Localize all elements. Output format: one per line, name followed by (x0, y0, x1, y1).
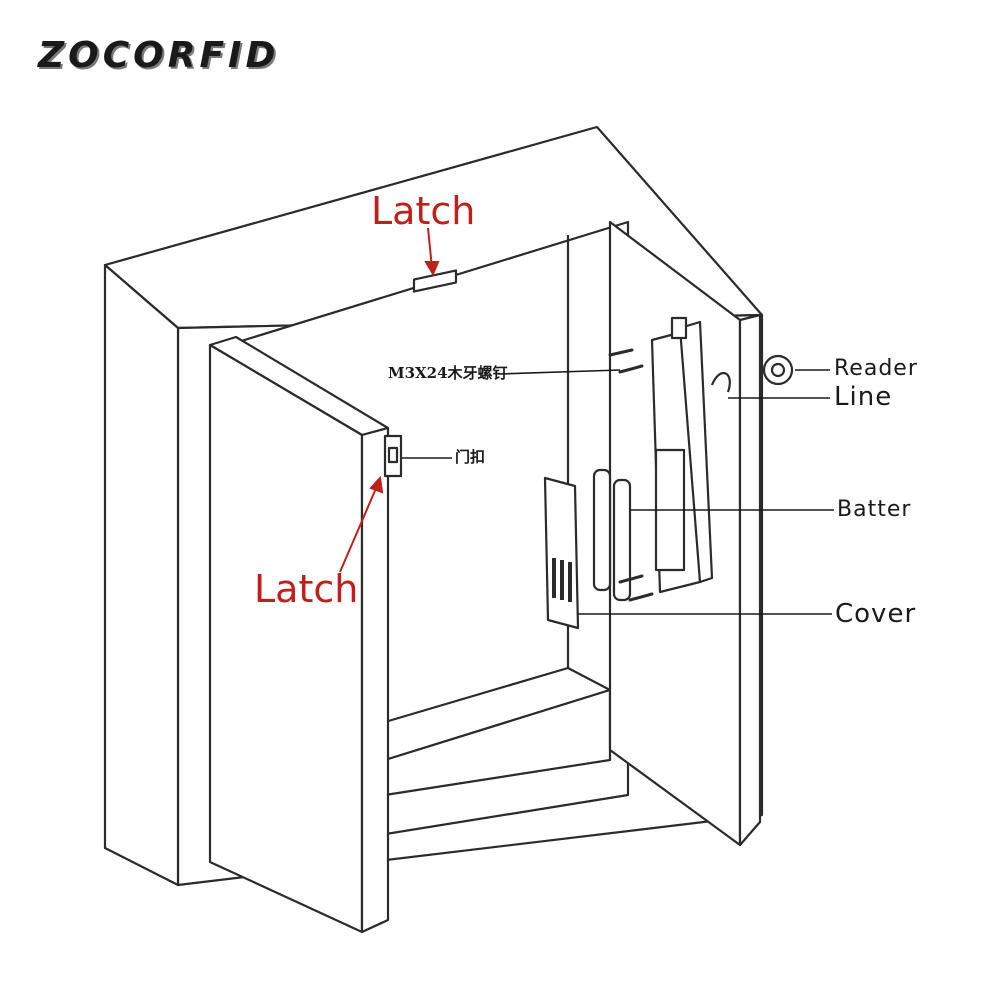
right-door-edge (738, 313, 762, 847)
door-buckle-slot (387, 446, 399, 464)
cabinet-left-side (103, 263, 180, 887)
lock-top-tab (670, 316, 688, 340)
latch-top-arrowhead (424, 261, 440, 277)
reader-cable (710, 372, 731, 393)
latch-left-arrow (339, 485, 378, 573)
leader-screw (497, 369, 621, 375)
left-door (208, 343, 364, 934)
line-label: Line (834, 382, 893, 412)
lock-body-side (678, 320, 714, 584)
screw-1 (608, 348, 634, 357)
card-reader-center (770, 362, 786, 378)
battery-cover (543, 476, 580, 630)
latch-left-label: Latch (254, 567, 359, 611)
latch-top-label: Latch (371, 189, 476, 233)
latch-left-arrowhead (369, 475, 384, 494)
door-buckle-label: 门扣 (455, 448, 486, 466)
screw-spec-label: M3X24木牙螺钉 (388, 364, 508, 382)
left-door-thickness (360, 426, 390, 934)
screw-2 (618, 364, 644, 374)
battery-1 (592, 468, 612, 592)
brand-logo: ZOCORFID (38, 35, 280, 76)
cover-detail (568, 562, 572, 602)
screw-3 (618, 574, 644, 584)
reader-label: Reader (834, 356, 918, 381)
screw-4 (628, 592, 654, 602)
battery-2 (612, 478, 632, 602)
top-latch-plate (412, 269, 458, 293)
cover-detail (552, 558, 556, 598)
cover-label: Cover (835, 599, 917, 629)
cover-detail (560, 560, 564, 600)
battery-label: Batter (837, 497, 912, 522)
